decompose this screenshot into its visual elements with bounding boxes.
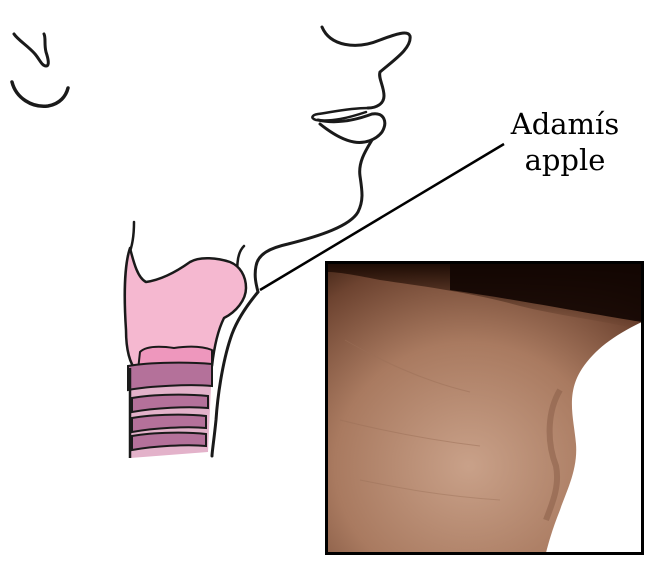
eye-lid-stroke xyxy=(10,80,70,108)
adams-apple-label: Adamís apple xyxy=(505,106,625,178)
thyroid-cartilage xyxy=(123,246,248,372)
neck-photo-frame xyxy=(325,261,644,555)
eyebrow-stroke xyxy=(12,32,50,68)
face-profile-outline xyxy=(210,25,412,458)
adams-apple-label-line2: apple xyxy=(524,143,606,177)
callout-pointer-line xyxy=(259,142,505,292)
trachea xyxy=(127,361,213,458)
adams-apple-label-line1: Adamís xyxy=(510,107,620,141)
neck-photo-inset xyxy=(327,263,642,553)
